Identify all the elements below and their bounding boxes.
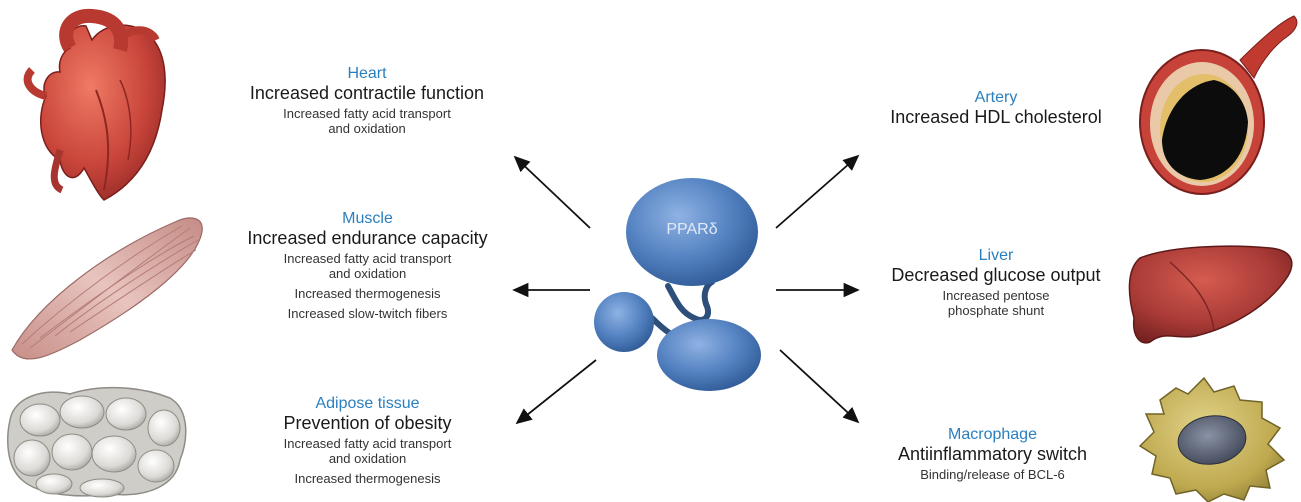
heart-main-effect: Increased contractile function <box>249 83 485 103</box>
macrophage-main-effect: Antiinflammatory switch <box>897 444 1088 464</box>
liver-detail: Increased pentose phosphate shunt <box>942 288 1050 318</box>
muscle-detail: Increased slow-twitch fibers <box>287 306 448 321</box>
muscle-main-effect: Increased endurance capacity <box>247 228 488 248</box>
macrophage-detail: Binding/release of BCL-6 <box>920 467 1065 482</box>
heart-icon <box>23 8 166 201</box>
adipose-main-effect: Prevention of obesity <box>283 413 452 433</box>
artery-main-effect: Increased HDL cholesterol <box>890 107 1102 127</box>
adipose-detail: Increased fatty acid transport and oxida… <box>283 436 452 466</box>
ppar-delta-label: PPARδ <box>666 221 718 238</box>
muscle-icon <box>11 217 203 360</box>
liver-title: Liver <box>978 247 1014 264</box>
heart-detail: Increased fatty acid transport and oxida… <box>283 106 451 136</box>
arrow-to-artery <box>775 154 860 229</box>
arrow-to-heart <box>513 155 591 229</box>
muscle-detail: Increased fatty acid transport and oxida… <box>283 251 452 281</box>
macrophage-title: Macrophage <box>948 426 1037 443</box>
adipose-tissue-icon <box>7 386 187 498</box>
arrow-to-macrophage <box>779 349 860 424</box>
muscle-detail: Increased thermogenesis <box>294 286 441 301</box>
heart-title: Heart <box>347 65 387 82</box>
liver-icon <box>1128 245 1293 344</box>
artery-icon <box>1139 15 1298 195</box>
ppar-delta-protein <box>594 178 761 391</box>
artery-title: Artery <box>974 89 1018 106</box>
muscle-title: Muscle <box>342 210 393 227</box>
arrow-to-adipose <box>515 359 597 425</box>
liver-main-effect: Decreased glucose output <box>891 265 1101 285</box>
adipose-detail: Increased thermogenesis <box>294 471 441 486</box>
macrophage-icon <box>1138 376 1286 502</box>
adipose-title: Adipose tissue <box>315 395 420 412</box>
